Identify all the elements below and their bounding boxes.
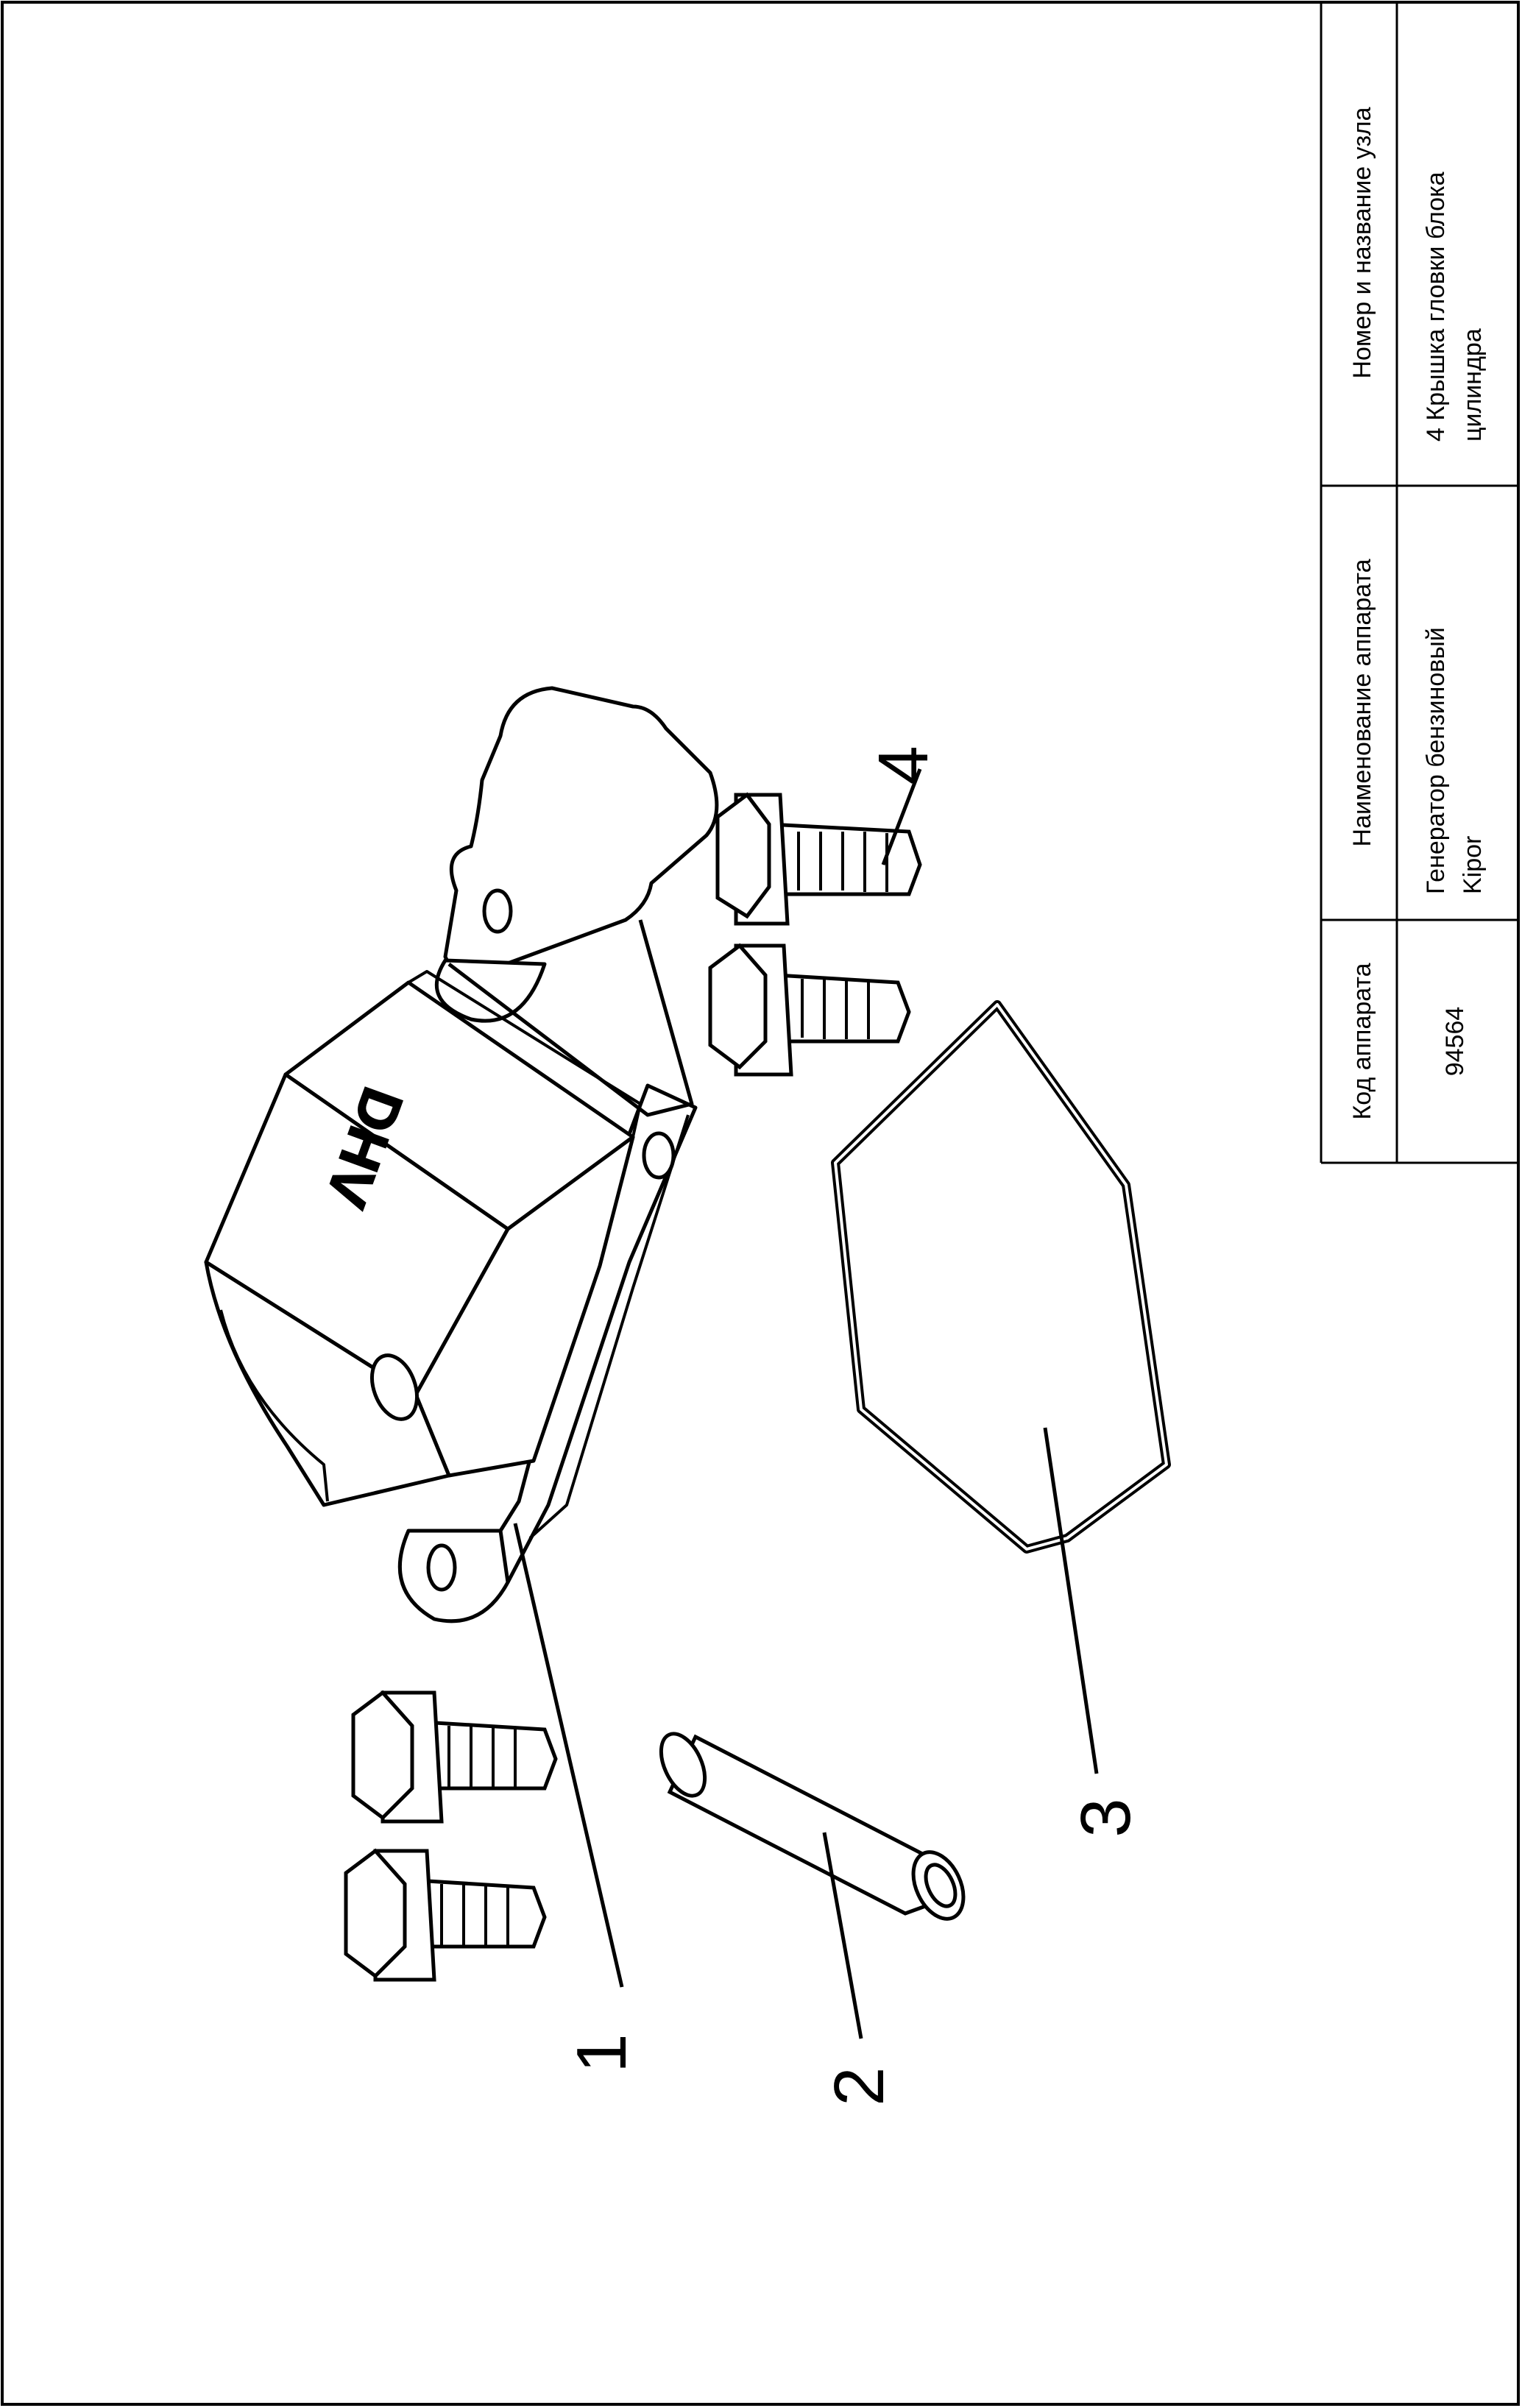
cover-bolt-hole (426, 1543, 457, 1592)
cover-side-oval (370, 1353, 419, 1421)
bolt-part (708, 943, 911, 1077)
value-unit-line2: цилиндра (1459, 328, 1487, 442)
bolt-part (715, 792, 922, 926)
bolt-part (344, 1848, 547, 1982)
valve-cover-part (204, 686, 719, 1623)
header-device-name: Наименование аппарата (1348, 559, 1376, 846)
header-device-code: Код аппарата (1348, 963, 1376, 1119)
gasket-part (831, 1000, 1171, 1554)
callout-3: 3 (1066, 1798, 1145, 1837)
callout-2: 2 (820, 2067, 899, 2106)
value-device-line1: Генератор бензиновый (1422, 627, 1450, 894)
callout-1: 1 (562, 2033, 641, 2072)
header-unit-name: Номер и название узла (1348, 107, 1376, 378)
callout-4: 4 (864, 746, 943, 785)
leader-lines (513, 768, 1099, 2039)
value-device-code: 94564 (1441, 1007, 1469, 1077)
cover-bolt-hole (482, 888, 513, 934)
value-device-line2: Kipor (1459, 836, 1487, 894)
value-unit-line1: 4 Крышка гловки блока (1422, 171, 1450, 442)
bolt-part (351, 1690, 558, 1824)
dowel-pin-part (659, 1732, 966, 1921)
cover-bolt-hole (642, 1131, 676, 1180)
title-block-table: Номер и название узла Наименование аппар… (1320, 2, 1518, 1164)
